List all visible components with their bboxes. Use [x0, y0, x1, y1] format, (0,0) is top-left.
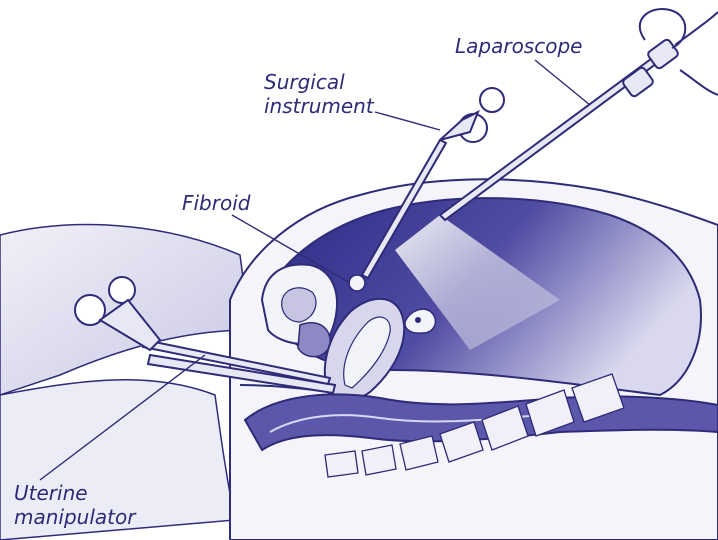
leader-laparoscope: [535, 60, 590, 105]
label-uterine-line-2: manipulator: [14, 505, 135, 529]
label-laparoscope-text: Laparoscope: [455, 34, 582, 58]
label-surgical-instrument: Surgical instrument: [264, 70, 374, 118]
label-fibroid-text: Fibroid: [182, 191, 250, 215]
label-laparoscope: Laparoscope: [455, 34, 582, 58]
label-fibroid: Fibroid: [182, 191, 250, 215]
label-surgical-line-1: Surgical: [264, 70, 374, 94]
label-uterine-manipulator: Uterine manipulator: [14, 481, 135, 529]
pubic-bone: [298, 323, 330, 357]
leader-surgical: [375, 112, 440, 130]
fibroid-shape: [349, 275, 365, 291]
label-uterine-line-1: Uterine: [14, 481, 135, 505]
label-surgical-line-2: instrument: [264, 94, 374, 118]
